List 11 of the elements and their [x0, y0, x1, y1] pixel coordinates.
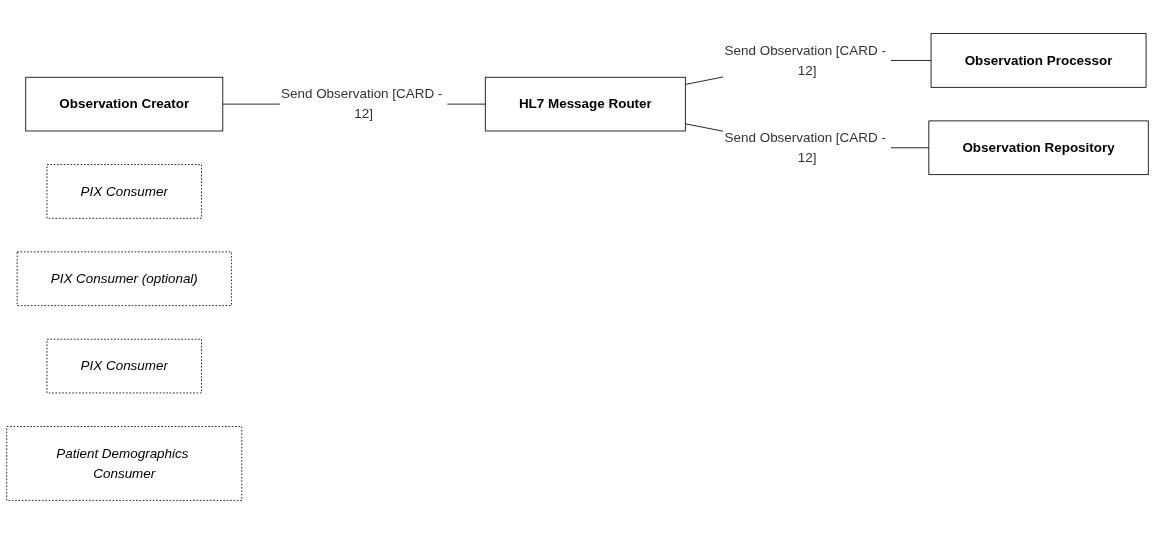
- node-box: PIX Consumer: [46, 338, 202, 394]
- node-box: Observation Creator: [25, 76, 224, 132]
- node-box: Observation Processor: [930, 33, 1147, 88]
- node-box: Observation Repository: [928, 120, 1149, 176]
- edge-label: Send Observation [CARD - 12]: [281, 86, 443, 121]
- node-box: Patient Demographics Consumer: [6, 426, 243, 501]
- edge-label: Send Observation [CARD - 12]: [724, 42, 886, 78]
- node-box: PIX Consumer: [46, 164, 202, 219]
- edge-label: Send Observation [CARD - 12]: [724, 130, 886, 165]
- node-box: HL7 Message Router: [484, 76, 686, 132]
- node-box: PIX Consumer (optional): [16, 251, 232, 307]
